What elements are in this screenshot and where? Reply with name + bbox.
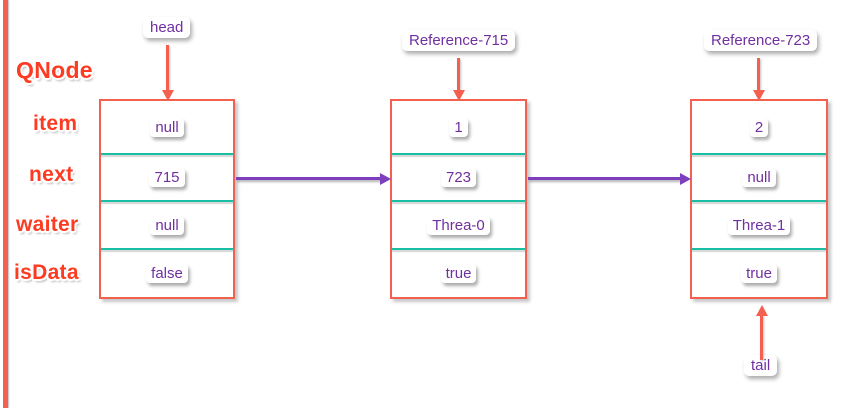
node-2-divider-3 <box>392 248 525 250</box>
node-2-isdata-value: true <box>440 264 477 283</box>
node-1-divider-1 <box>101 153 233 155</box>
field-label-item: item <box>33 112 78 135</box>
node-2-waiter-value: Threa-0 <box>427 215 490 235</box>
node-1-next-value: 715 <box>149 168 185 187</box>
diagram-title-qnode: QNode <box>16 57 93 83</box>
pointer-label-tail: tail <box>744 355 778 376</box>
reference-label-node-3: Reference-723 <box>704 30 818 51</box>
node-2-next-value: 723 <box>440 168 477 187</box>
node-1-divider-2 <box>101 200 233 202</box>
field-label-isdata: isData <box>14 261 79 284</box>
node-3-divider-2 <box>692 200 826 202</box>
node-box-1: null 715 null false <box>99 99 235 299</box>
node-1-isdata-value: false <box>146 264 188 283</box>
node-3-isdata-value: true <box>741 264 777 283</box>
node-box-2: 1 723 Threa-0 true <box>390 99 527 299</box>
node-2-divider-1 <box>392 153 525 155</box>
node-3-next-value: null <box>742 168 776 187</box>
node-box-3: 2 null Threa-1 true <box>690 99 828 299</box>
node-2-item-value: 1 <box>449 118 468 137</box>
node-3-divider-3 <box>692 248 826 250</box>
left-red-rail <box>3 0 8 408</box>
field-label-next: next <box>29 163 74 186</box>
node-3-divider-1 <box>692 153 826 155</box>
node-1-item-value: null <box>150 118 184 137</box>
reference-label-node-2: Reference-715 <box>402 30 516 51</box>
node-1-divider-3 <box>101 248 233 250</box>
field-label-waiter: waiter <box>16 213 79 236</box>
node-3-waiter-value: Threa-1 <box>727 215 791 235</box>
node-3-item-value: 2 <box>749 118 769 137</box>
node-2-divider-2 <box>392 200 525 202</box>
node-1-waiter-value: null <box>150 215 184 235</box>
pointer-label-head: head <box>143 17 191 38</box>
